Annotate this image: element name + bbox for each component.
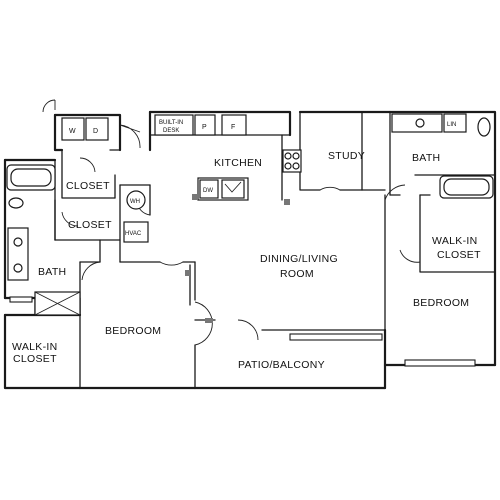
dryer: [85, 117, 109, 141]
interior-walls: [34, 111, 496, 389]
room-bath-left: BATH: [38, 266, 66, 278]
doors: [42, 99, 421, 346]
windows: [9, 296, 476, 367]
patio-post: [205, 318, 213, 323]
room-closet-top: CLOSET: [66, 180, 110, 192]
fridge-label: F: [231, 124, 235, 131]
builtin-desk-label-2: DESK: [163, 128, 179, 134]
room-closet-mid: CLOSET: [68, 219, 112, 231]
vanity-left: [7, 227, 29, 281]
dishwasher-label: DW: [203, 188, 213, 194]
linen-cabinet: [443, 113, 467, 133]
hvac-label: HVAC: [125, 231, 142, 237]
room-bedroom-left: BEDROOM: [105, 325, 161, 337]
water-heater-label: WH: [130, 199, 140, 205]
toilet-left: [8, 197, 24, 209]
dryer-label: D: [93, 128, 98, 135]
pantry: [194, 114, 216, 136]
linen-label: LIN: [447, 122, 456, 128]
fixtures: W D BUILT-IN DESK P F DW WH HVAC: [6, 113, 494, 323]
fridge: [221, 114, 247, 136]
room-walkin-left-2: CLOSET: [13, 353, 57, 365]
room-patio: PATIO/BALCONY: [238, 359, 325, 371]
toilet-right: [477, 117, 491, 137]
room-dining-living-1: DINING/LIVING: [260, 253, 338, 265]
room-kitchen: KITCHEN: [214, 157, 262, 169]
builtin-desk: [154, 114, 194, 136]
pantry-label: P: [202, 124, 207, 131]
exterior-walls: [3, 110, 497, 390]
room-walkin-left-1: WALK-IN: [12, 341, 57, 353]
room-walkin-right-1: WALK-IN: [432, 235, 477, 247]
room-bath-right: BATH: [412, 152, 440, 164]
builtin-desk-label-1: BUILT-IN: [159, 120, 183, 126]
room-dining-living-2: ROOM: [280, 268, 314, 280]
washer-label: W: [69, 128, 76, 135]
room-labels: CLOSET CLOSET BATH WALK-IN CLOSET BEDROO…: [12, 150, 481, 371]
washer: [61, 117, 85, 141]
island-post: [192, 194, 198, 200]
dishwasher: [199, 179, 219, 199]
column-post: [185, 270, 190, 276]
water-heater: [126, 190, 146, 210]
room-study: STUDY: [328, 150, 365, 162]
hvac-unit: [123, 221, 149, 243]
room-bedroom-right: BEDROOM: [413, 297, 469, 309]
counter-post: [284, 199, 290, 205]
room-walkin-right-2: CLOSET: [437, 249, 481, 261]
